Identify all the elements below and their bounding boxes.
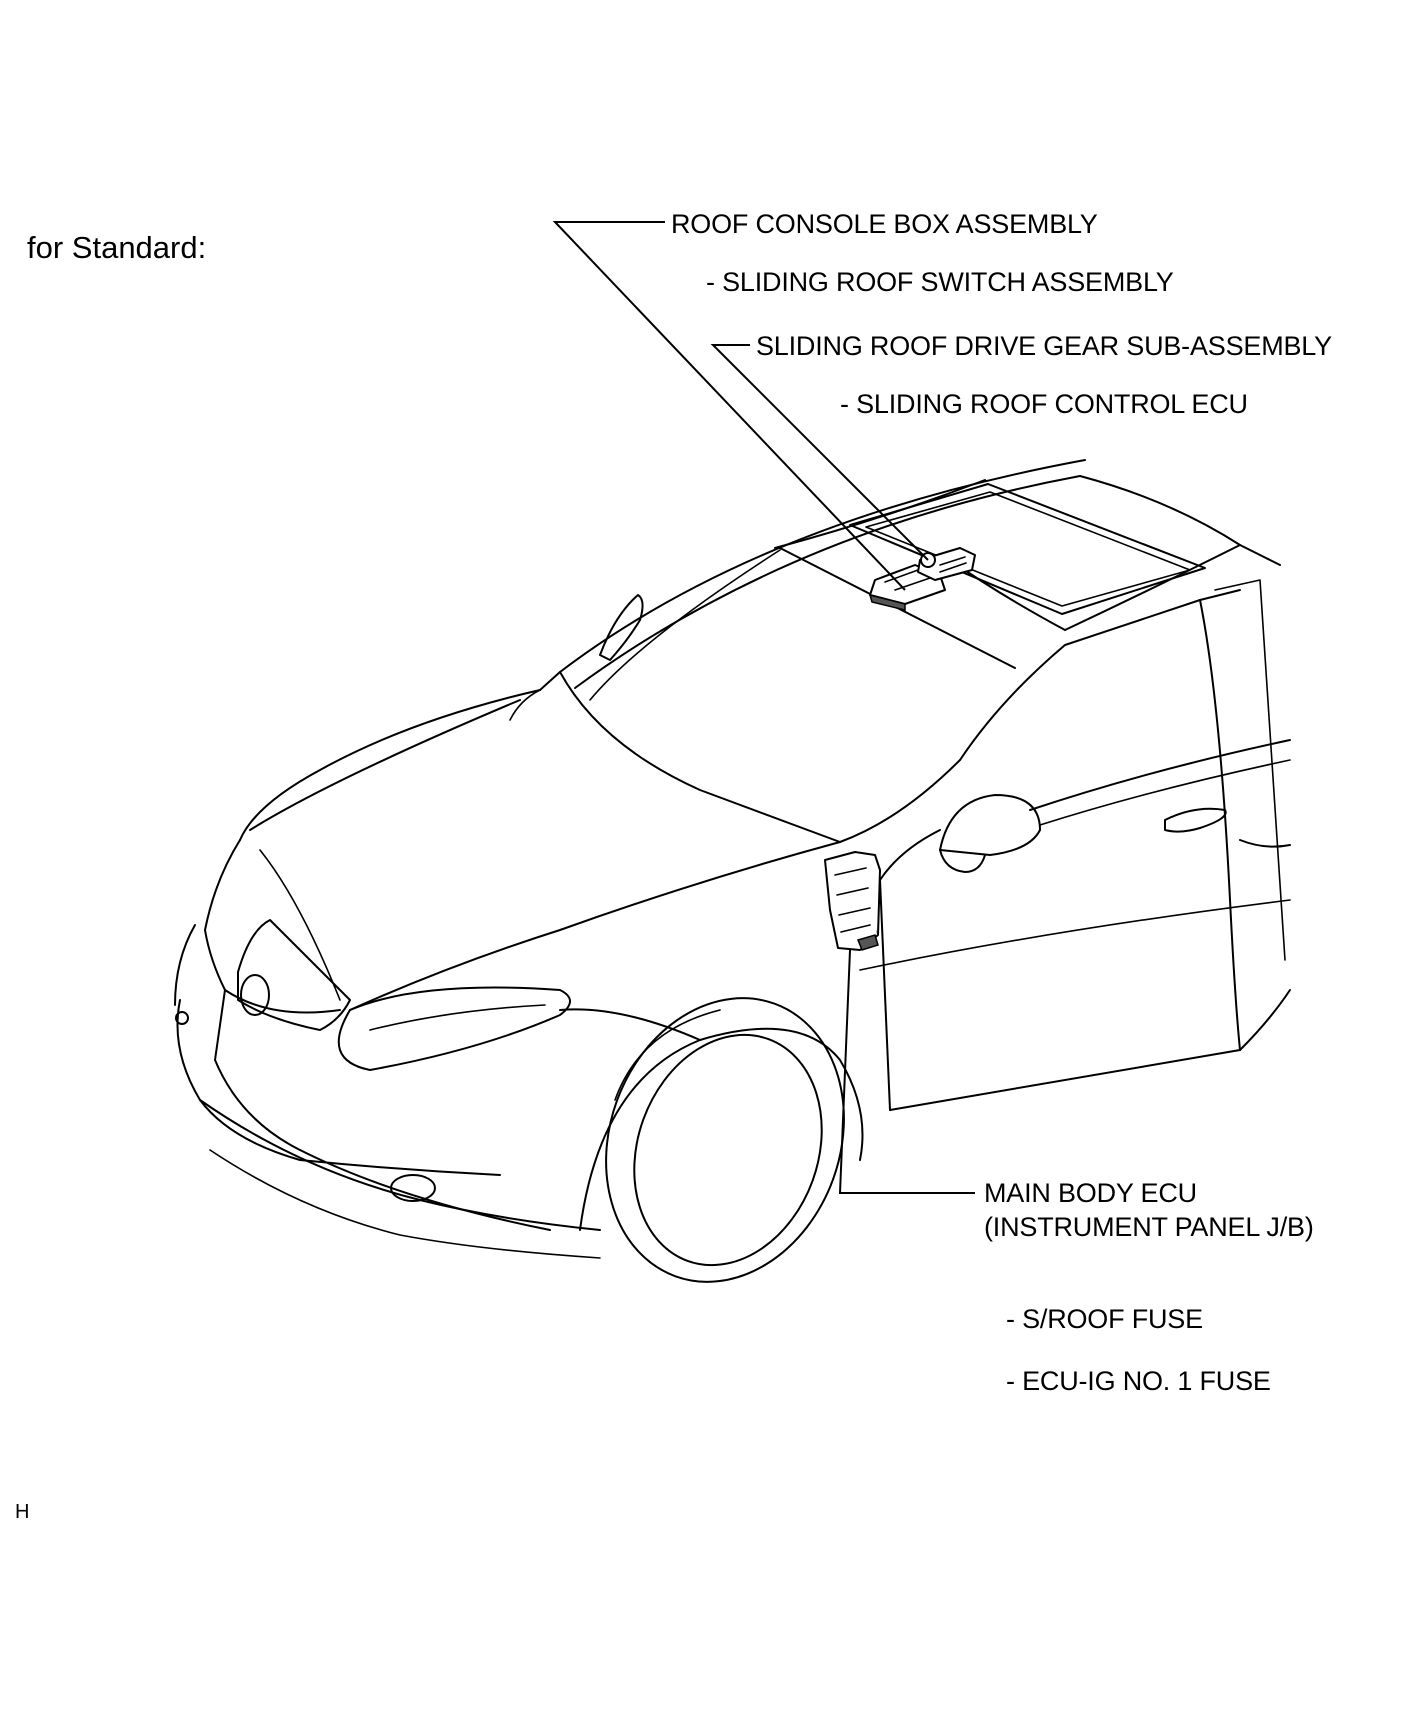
front-door bbox=[839, 579, 1291, 1111]
label-ecu-ig-fuse: - ECU-IG NO. 1 FUSE bbox=[1006, 1366, 1271, 1396]
figure-code: H bbox=[15, 1501, 30, 1523]
sunroof-glass bbox=[849, 483, 1206, 615]
label-sroof-fuse: - S/ROOF FUSE bbox=[1006, 1304, 1203, 1334]
label-sliding-roof-switch: - SLIDING ROOF SWITCH ASSEMBLY bbox=[706, 267, 1174, 297]
label-drive-gear: SLIDING ROOF DRIVE GEAR SUB-ASSEMBLY bbox=[756, 331, 1332, 361]
main-body-ecu-part bbox=[824, 851, 881, 951]
label-instrument-panel-jb: (INSTRUMENT PANEL J/B) bbox=[984, 1212, 1314, 1242]
front-fascia bbox=[174, 919, 601, 1259]
leader-lines bbox=[552, 221, 975, 1194]
label-main-body-ecu: MAIN BODY ECU bbox=[984, 1178, 1197, 1208]
page-heading: for Standard: bbox=[27, 230, 207, 265]
front-wheel bbox=[559, 997, 864, 1283]
headlight bbox=[337, 986, 571, 1071]
hood bbox=[204, 689, 841, 1011]
car-roof bbox=[559, 459, 1281, 689]
windshield bbox=[539, 547, 1016, 843]
label-control-ecu: - SLIDING ROOF CONTROL ECU bbox=[840, 389, 1248, 419]
inner-mirror bbox=[599, 594, 644, 661]
side-mirror bbox=[939, 794, 1041, 873]
drive-gear-part bbox=[917, 547, 976, 581]
label-roof-console-box: ROOF CONSOLE BOX ASSEMBLY bbox=[671, 209, 1098, 239]
